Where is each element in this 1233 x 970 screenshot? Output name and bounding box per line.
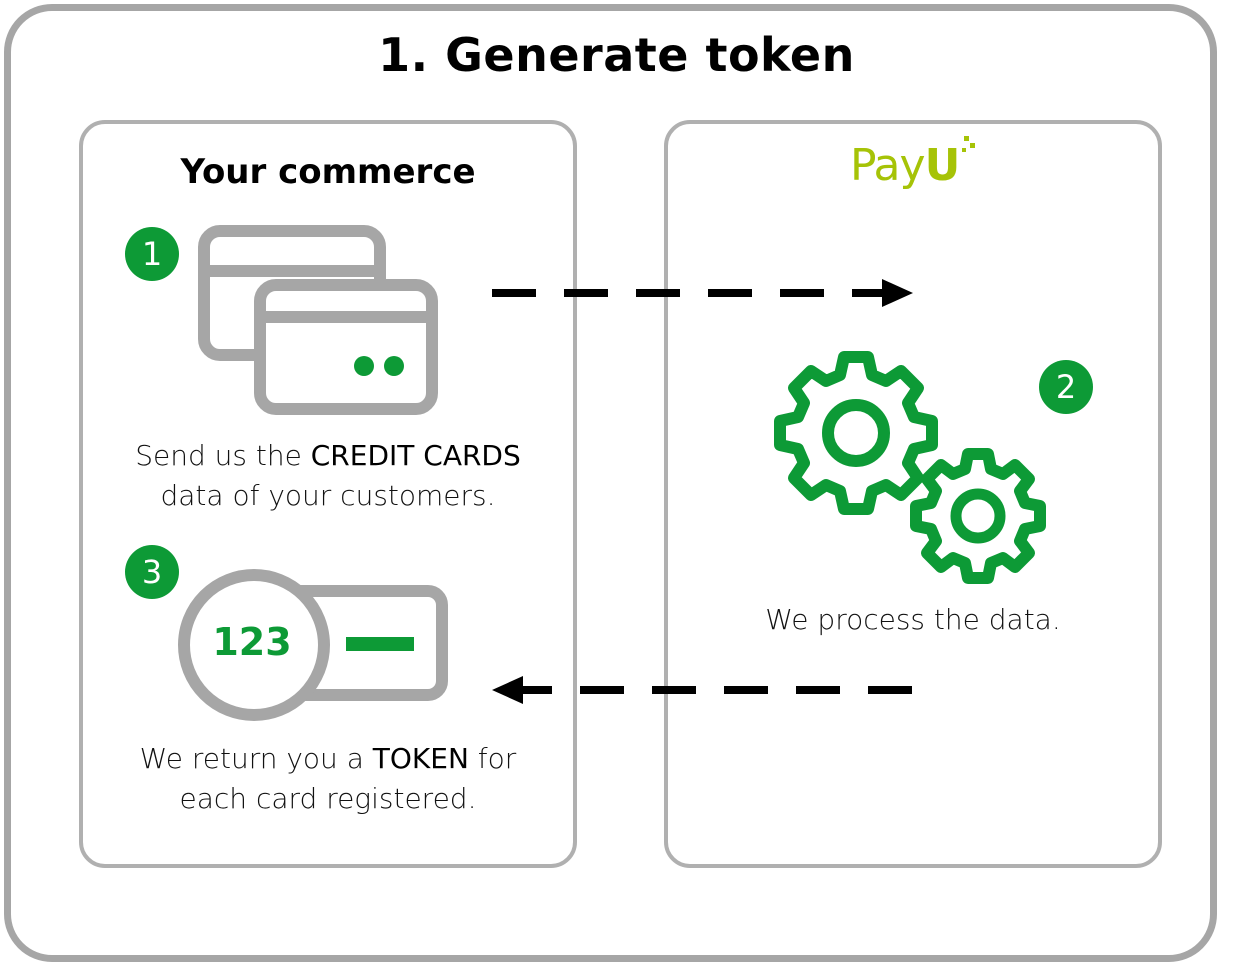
step-3-text-mid: for <box>468 742 517 775</box>
token-card-icon <box>178 569 448 721</box>
step-3-text-bold: TOKEN <box>372 742 469 775</box>
payu-panel <box>664 120 1162 868</box>
credit-cards-icon <box>198 225 438 415</box>
payu-logo-u: U <box>924 140 961 191</box>
arrow-left-dashed-icon <box>492 676 912 704</box>
arrow-right-dashed-icon <box>492 279 913 307</box>
step-1-text-prefix: Send us the <box>135 439 311 472</box>
step-1-badge: 1 <box>125 227 179 281</box>
step-3-text-suffix: each card registered. <box>179 782 477 815</box>
step-1-description: Send us the CREDIT CARDS data of your cu… <box>79 436 577 516</box>
payu-logo-dots-icon <box>962 136 975 152</box>
step-3-text-prefix: We return you a <box>139 742 373 775</box>
step-3-description: We return you a TOKEN for each card regi… <box>79 739 577 819</box>
your-commerce-title: Your commerce <box>180 152 476 192</box>
payu-logo: PayU <box>850 140 961 191</box>
gears-icon <box>774 351 1046 584</box>
step-2-description: We process the data. <box>765 603 1061 636</box>
token-number: 123 <box>212 620 292 664</box>
payu-logo-pay: Pay <box>850 140 926 191</box>
step-2-badge: 2 <box>1039 360 1093 414</box>
step-3-badge: 3 <box>125 545 179 599</box>
diagram-title: 1. Generate token <box>378 28 855 82</box>
step-1-text-bold: CREDIT CARDS <box>310 439 521 472</box>
step-1-text-suffix: data of your customers. <box>160 479 496 512</box>
